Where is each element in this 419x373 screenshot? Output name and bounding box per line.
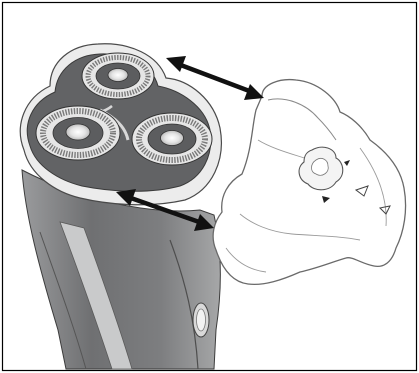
- shaving-head-right: [132, 113, 212, 165]
- power-button: [193, 303, 209, 337]
- protective-cap: [213, 80, 405, 285]
- shaving-head-left: [36, 106, 120, 160]
- shaving-head-top: [82, 53, 154, 99]
